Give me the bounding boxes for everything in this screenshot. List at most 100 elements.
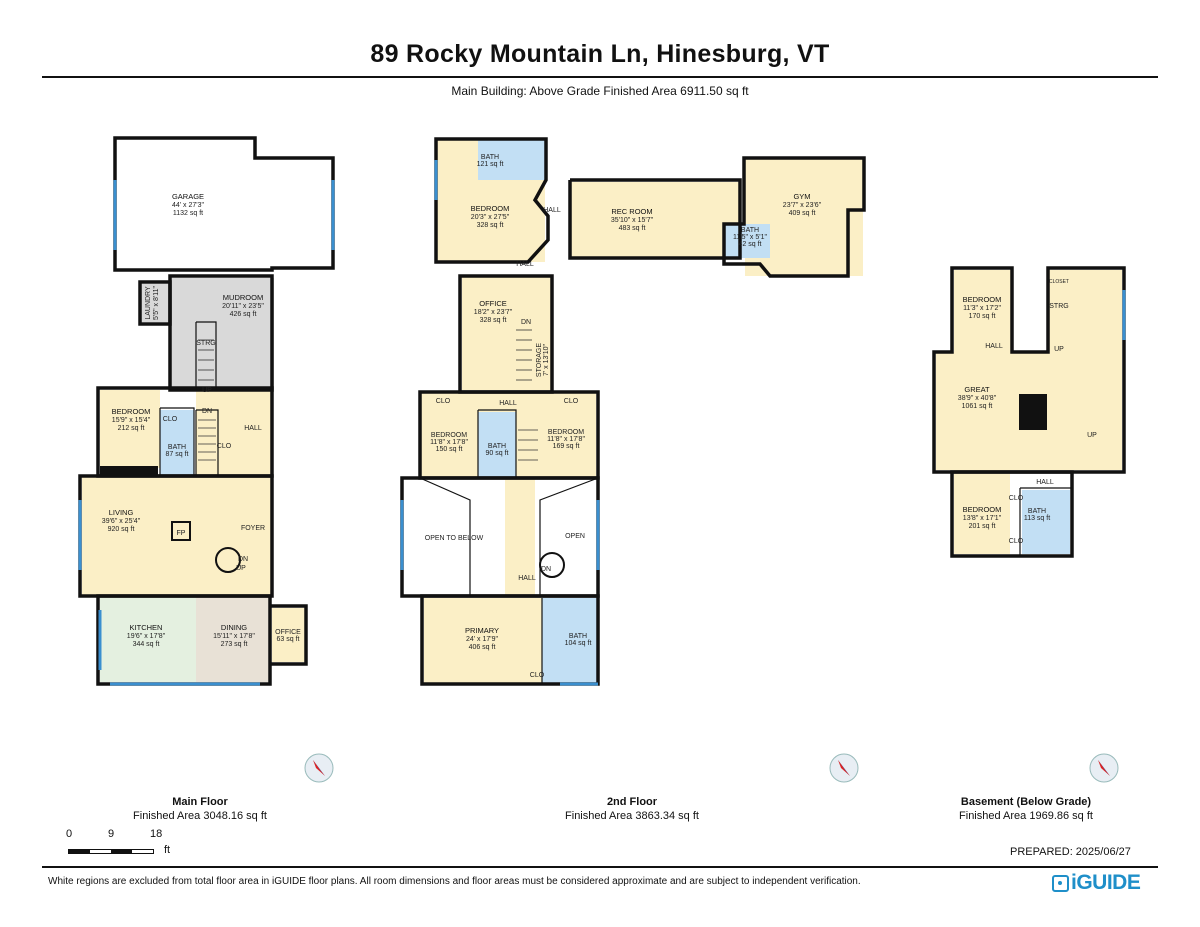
office-main-area: 63 sq ft	[277, 636, 300, 643]
bedroom-main-name: BEDROOM	[112, 407, 151, 416]
compass-basement-icon	[1089, 753, 1119, 783]
bath-2c-walls	[477, 409, 517, 478]
dining-name: DINING	[221, 623, 247, 632]
storage-name: STORAGE	[536, 343, 543, 377]
hall-2-label-b: HALL	[516, 261, 534, 268]
dining-dims: 15'11" x 17'8"	[213, 633, 255, 640]
rec-room-dims: 35'10" x 15'7"	[611, 217, 654, 224]
bath-2b-name: BATH	[741, 227, 759, 234]
bath-main-area: 87 sq ft	[166, 451, 189, 458]
mudroom-name: MUDROOM	[223, 293, 263, 302]
floor-area-basement: Finished Area 1969.86 sq ft	[959, 810, 1093, 822]
fp-label: FP	[177, 530, 186, 537]
basement-column	[1019, 394, 1047, 430]
floor-name-second: 2nd Floor	[606, 796, 658, 808]
gym-fill	[745, 158, 863, 276]
bath-b-area: 113 sq ft	[1024, 515, 1050, 522]
gym-area: 409 sq ft	[789, 210, 816, 217]
kitchen-fill	[100, 596, 196, 682]
bedroom-2b-dims: 11'8" x 17'8"	[430, 439, 468, 446]
main-floor-plan: GARAGE 44' x 27'3" 1132 sq ft LAUNDRY 5'…	[78, 136, 335, 686]
fireplace	[171, 521, 191, 541]
garage-walls	[113, 136, 335, 272]
great-north-fill	[1048, 270, 1122, 354]
bedroom-main-counter	[100, 466, 158, 476]
bedroom-2a-name: BEDROOM	[471, 204, 510, 213]
bedroom-2b-name: BEDROOM	[431, 432, 467, 439]
bedroom-2a-walls	[434, 137, 550, 264]
clo-2-label-a: CLO	[436, 398, 451, 405]
primary-area: 406 sq ft	[469, 644, 496, 651]
bath-main-fill	[160, 410, 194, 476]
bedroom-main-area: 212 sq ft	[118, 425, 145, 432]
dn-spiral-main: DN	[238, 556, 248, 563]
hall-main-label: HALL	[244, 425, 262, 432]
floor-area-second: Finished Area 3863.34 sq ft	[565, 810, 699, 822]
up-b-label-2: UP	[1087, 432, 1097, 439]
hall-main-fill	[196, 390, 272, 476]
office-2-name: OFFICE	[479, 299, 507, 308]
floor-label-basement: Basement (Below Grade) Finished Area 196…	[896, 795, 1156, 823]
office-2-fill	[462, 276, 552, 390]
title-divider	[42, 76, 1158, 78]
foyer-label: FOYER	[241, 525, 265, 532]
kitchen-area: 344 sq ft	[133, 641, 160, 648]
clo-b-label-b: CLO	[1009, 538, 1024, 545]
bedroom-2c-name: BEDROOM	[548, 429, 584, 436]
open-label: OPEN	[565, 533, 585, 540]
bedroom-b2-name: BEDROOM	[963, 505, 1002, 514]
storage-dims: 7' x 13'10"	[543, 343, 550, 376]
laundry-walls	[138, 280, 172, 326]
up-b-label: UP	[1054, 346, 1064, 353]
primary-dims: 24' x 17'9"	[466, 636, 499, 643]
hall-2-label-c: HALL	[499, 400, 517, 407]
clo-main-label-2: CLO	[217, 443, 232, 450]
prepared-date: PREPARED: 2025/06/27	[1010, 846, 1131, 858]
office-main-walls	[270, 604, 308, 666]
hall-2-label-a: HALL	[543, 207, 561, 214]
floor-label-second: 2nd Floor Finished Area 3863.34 sq ft	[502, 795, 762, 823]
up-spiral-main: UP	[236, 565, 246, 572]
rec-room-name: REC ROOM	[611, 207, 652, 216]
basement-main-walls	[932, 266, 1126, 474]
hall-b-label-b: HALL	[1036, 479, 1054, 486]
bath-2c-area: 90 sq ft	[486, 450, 509, 457]
iguide-logo-icon	[1052, 875, 1069, 892]
gym-name: GYM	[793, 192, 810, 201]
office-2-area: 328 sq ft	[480, 317, 507, 324]
bedroom-b2-area: 201 sq ft	[969, 523, 996, 530]
mudroom-area: 426 sq ft	[230, 311, 257, 318]
second-stairs-treads	[516, 329, 538, 461]
clo-2-label-b: CLO	[564, 398, 579, 405]
bedroom-2c-dims: 11'8" x 17'8"	[547, 436, 585, 443]
floor-area-main: Finished Area 3048.16 sq ft	[133, 810, 267, 822]
floor-label-main: Main Floor Finished Area 3048.16 sq ft	[70, 795, 330, 823]
bath-2b-area: 42 sq ft	[739, 241, 762, 248]
closet-label: CLOSET	[1049, 279, 1069, 285]
bedroom-main-dims: 15'9" x 15'4"	[112, 417, 151, 424]
bedroom-main-fill	[100, 390, 160, 468]
garage-dims: 44' x 27'3"	[172, 202, 205, 209]
bath-2c-name: BATH	[488, 443, 506, 450]
bedroom-b1-fill	[954, 270, 1012, 352]
gym-dims: 23'7" x 23'6"	[783, 202, 822, 209]
office-main-fill	[272, 608, 306, 662]
page-subtitle: Main Building: Above Grade Finished Area…	[451, 84, 749, 98]
basement-south-walls	[950, 470, 1074, 558]
stairs-mudroom-walls	[195, 321, 217, 390]
scale-tick-9: 9	[108, 828, 115, 840]
bedroom-2a-area: 328 sq ft	[477, 222, 504, 229]
mudroom-dims: 20'11" x 23'5"	[222, 303, 264, 310]
bedroom-2a-dims: 20'3" x 27'5"	[471, 214, 510, 221]
office-2-dims: 18'2" x 23'7"	[474, 309, 513, 316]
scale-bar-graphic	[68, 849, 154, 854]
disclaimer-text: White regions are excluded from total fl…	[48, 876, 861, 887]
bedroom-b2-dims: 13'8" x 17'1"	[963, 515, 1002, 522]
living-name: LIVING	[109, 508, 134, 517]
gym-walls	[722, 156, 866, 278]
rec-room-area: 483 sq ft	[619, 225, 646, 232]
bath-2a-name: BATH	[481, 154, 499, 161]
great-dims: 38'9" x 40'8"	[958, 395, 997, 402]
bedroom-2c-area: 169 sq ft	[553, 443, 580, 450]
open-to-below-label: OPEN TO BELOW	[425, 535, 484, 542]
